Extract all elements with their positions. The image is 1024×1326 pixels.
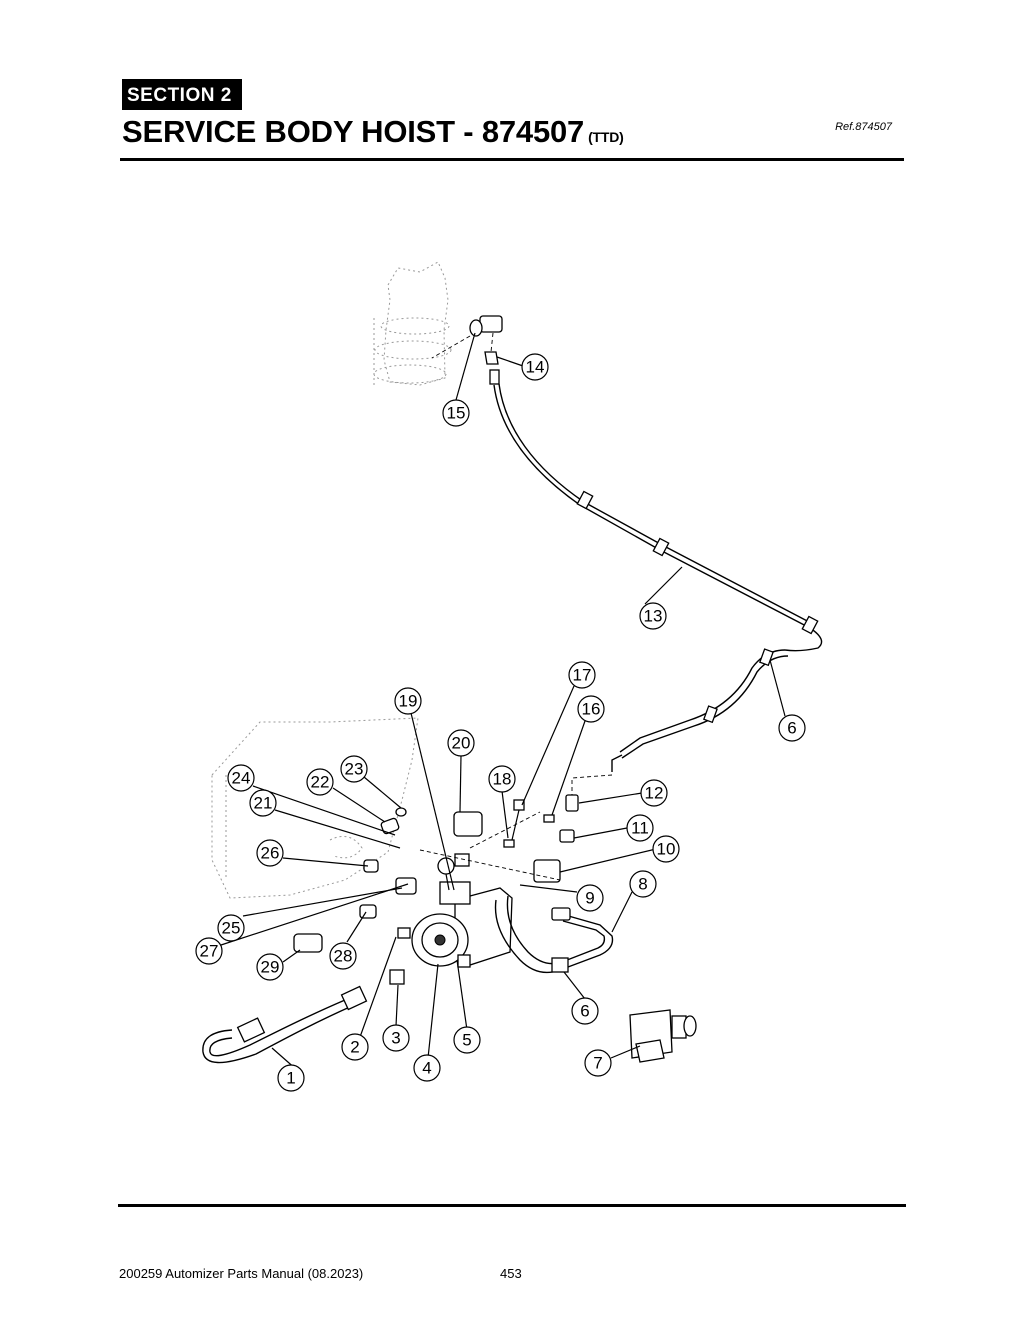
svg-text:25: 25 bbox=[222, 919, 241, 938]
callout-3: 3 bbox=[382, 1024, 410, 1052]
pump-assembly bbox=[411, 857, 513, 968]
callout-19: 19 bbox=[394, 687, 422, 715]
svg-text:12: 12 bbox=[645, 784, 664, 803]
svg-text:7: 7 bbox=[593, 1054, 602, 1073]
svg-text:26: 26 bbox=[261, 844, 280, 863]
callout-13: 13 bbox=[639, 602, 667, 630]
hose-8 bbox=[494, 895, 614, 974]
hose-13 bbox=[493, 383, 823, 652]
svg-text:1: 1 bbox=[286, 1069, 295, 1088]
callout-5: 5 bbox=[453, 1026, 481, 1054]
svg-text:23: 23 bbox=[345, 760, 364, 779]
ghost-hoist-cylinder bbox=[373, 261, 452, 386]
callout-4: 4 bbox=[413, 1054, 441, 1082]
svg-text:22: 22 bbox=[311, 773, 330, 792]
callout-12: 12 bbox=[640, 779, 668, 807]
callout-22: 22 bbox=[306, 768, 334, 796]
switch-assembly-7 bbox=[629, 1009, 697, 1063]
header-rule bbox=[120, 158, 904, 161]
svg-text:9: 9 bbox=[585, 889, 594, 908]
leader-lines bbox=[220, 332, 786, 1071]
svg-text:3: 3 bbox=[391, 1029, 400, 1048]
callout-21: 21 bbox=[249, 789, 277, 817]
svg-text:24: 24 bbox=[232, 769, 251, 788]
callout-20: 20 bbox=[447, 729, 475, 757]
callout-6-upper: 6 bbox=[778, 714, 806, 742]
svg-text:11: 11 bbox=[631, 819, 649, 838]
page-title: SERVICE BODY HOIST - 874507(TTD) bbox=[122, 112, 624, 157]
svg-text:4: 4 bbox=[422, 1059, 431, 1078]
svg-text:19: 19 bbox=[399, 692, 418, 711]
callout-25: 25 bbox=[217, 914, 245, 942]
callout-28: 28 bbox=[329, 942, 357, 970]
callout-26: 26 bbox=[256, 839, 284, 867]
svg-text:28: 28 bbox=[334, 947, 353, 966]
callout-1: 1 bbox=[277, 1064, 305, 1092]
callout-23: 23 bbox=[340, 755, 368, 783]
callout-15: 15 bbox=[442, 399, 470, 427]
svg-text:20: 20 bbox=[452, 734, 471, 753]
callout-11: 11 bbox=[626, 814, 654, 842]
callout-18: 18 bbox=[488, 765, 516, 793]
svg-text:5: 5 bbox=[462, 1031, 471, 1050]
callout-2: 2 bbox=[341, 1033, 369, 1061]
footer-rule bbox=[118, 1204, 906, 1207]
svg-text:21: 21 bbox=[254, 794, 273, 813]
svg-text:16: 16 bbox=[582, 700, 601, 719]
small-fittings bbox=[293, 780, 579, 985]
svg-text:13: 13 bbox=[644, 607, 663, 626]
svg-text:27: 27 bbox=[200, 942, 219, 961]
callout-7: 7 bbox=[584, 1049, 612, 1077]
svg-text:14: 14 bbox=[526, 358, 545, 377]
callout-17: 17 bbox=[568, 661, 596, 689]
callouts: 1 2 3 4 5 6 6 7 8 9 10 11 12 13 14 15 16… bbox=[195, 353, 806, 1092]
svg-text:10: 10 bbox=[657, 840, 676, 859]
svg-text:6: 6 bbox=[580, 1002, 589, 1021]
reference-number: Ref.874507 bbox=[835, 121, 892, 133]
svg-text:6: 6 bbox=[787, 719, 796, 738]
svg-text:8: 8 bbox=[638, 875, 647, 894]
footer-manual-title: 200259 Automizer Parts Manual (08.2023) bbox=[119, 1266, 364, 1281]
callout-16: 16 bbox=[577, 695, 605, 723]
page-title-text: SERVICE BODY HOIST - 874507 bbox=[122, 114, 585, 149]
page-title-suffix: (TTD) bbox=[588, 129, 624, 145]
fittings-14-15 bbox=[431, 315, 503, 385]
hose-1 bbox=[202, 985, 368, 1064]
callout-14: 14 bbox=[521, 353, 549, 381]
callout-8: 8 bbox=[629, 870, 657, 898]
svg-text:15: 15 bbox=[447, 404, 466, 423]
callout-6-lower: 6 bbox=[571, 997, 599, 1025]
page-number: 453 bbox=[500, 1266, 522, 1281]
svg-text:29: 29 bbox=[261, 958, 280, 977]
callout-9: 9 bbox=[576, 884, 604, 912]
hose-to-valve bbox=[571, 648, 789, 779]
section-badge: SECTION 2 bbox=[122, 79, 242, 110]
svg-text:2: 2 bbox=[350, 1038, 359, 1057]
callout-27: 27 bbox=[195, 937, 223, 965]
svg-text:18: 18 bbox=[493, 770, 512, 789]
svg-text:17: 17 bbox=[573, 666, 592, 685]
callout-10: 10 bbox=[652, 835, 680, 863]
callout-24: 24 bbox=[227, 764, 255, 792]
callout-29: 29 bbox=[256, 953, 284, 981]
